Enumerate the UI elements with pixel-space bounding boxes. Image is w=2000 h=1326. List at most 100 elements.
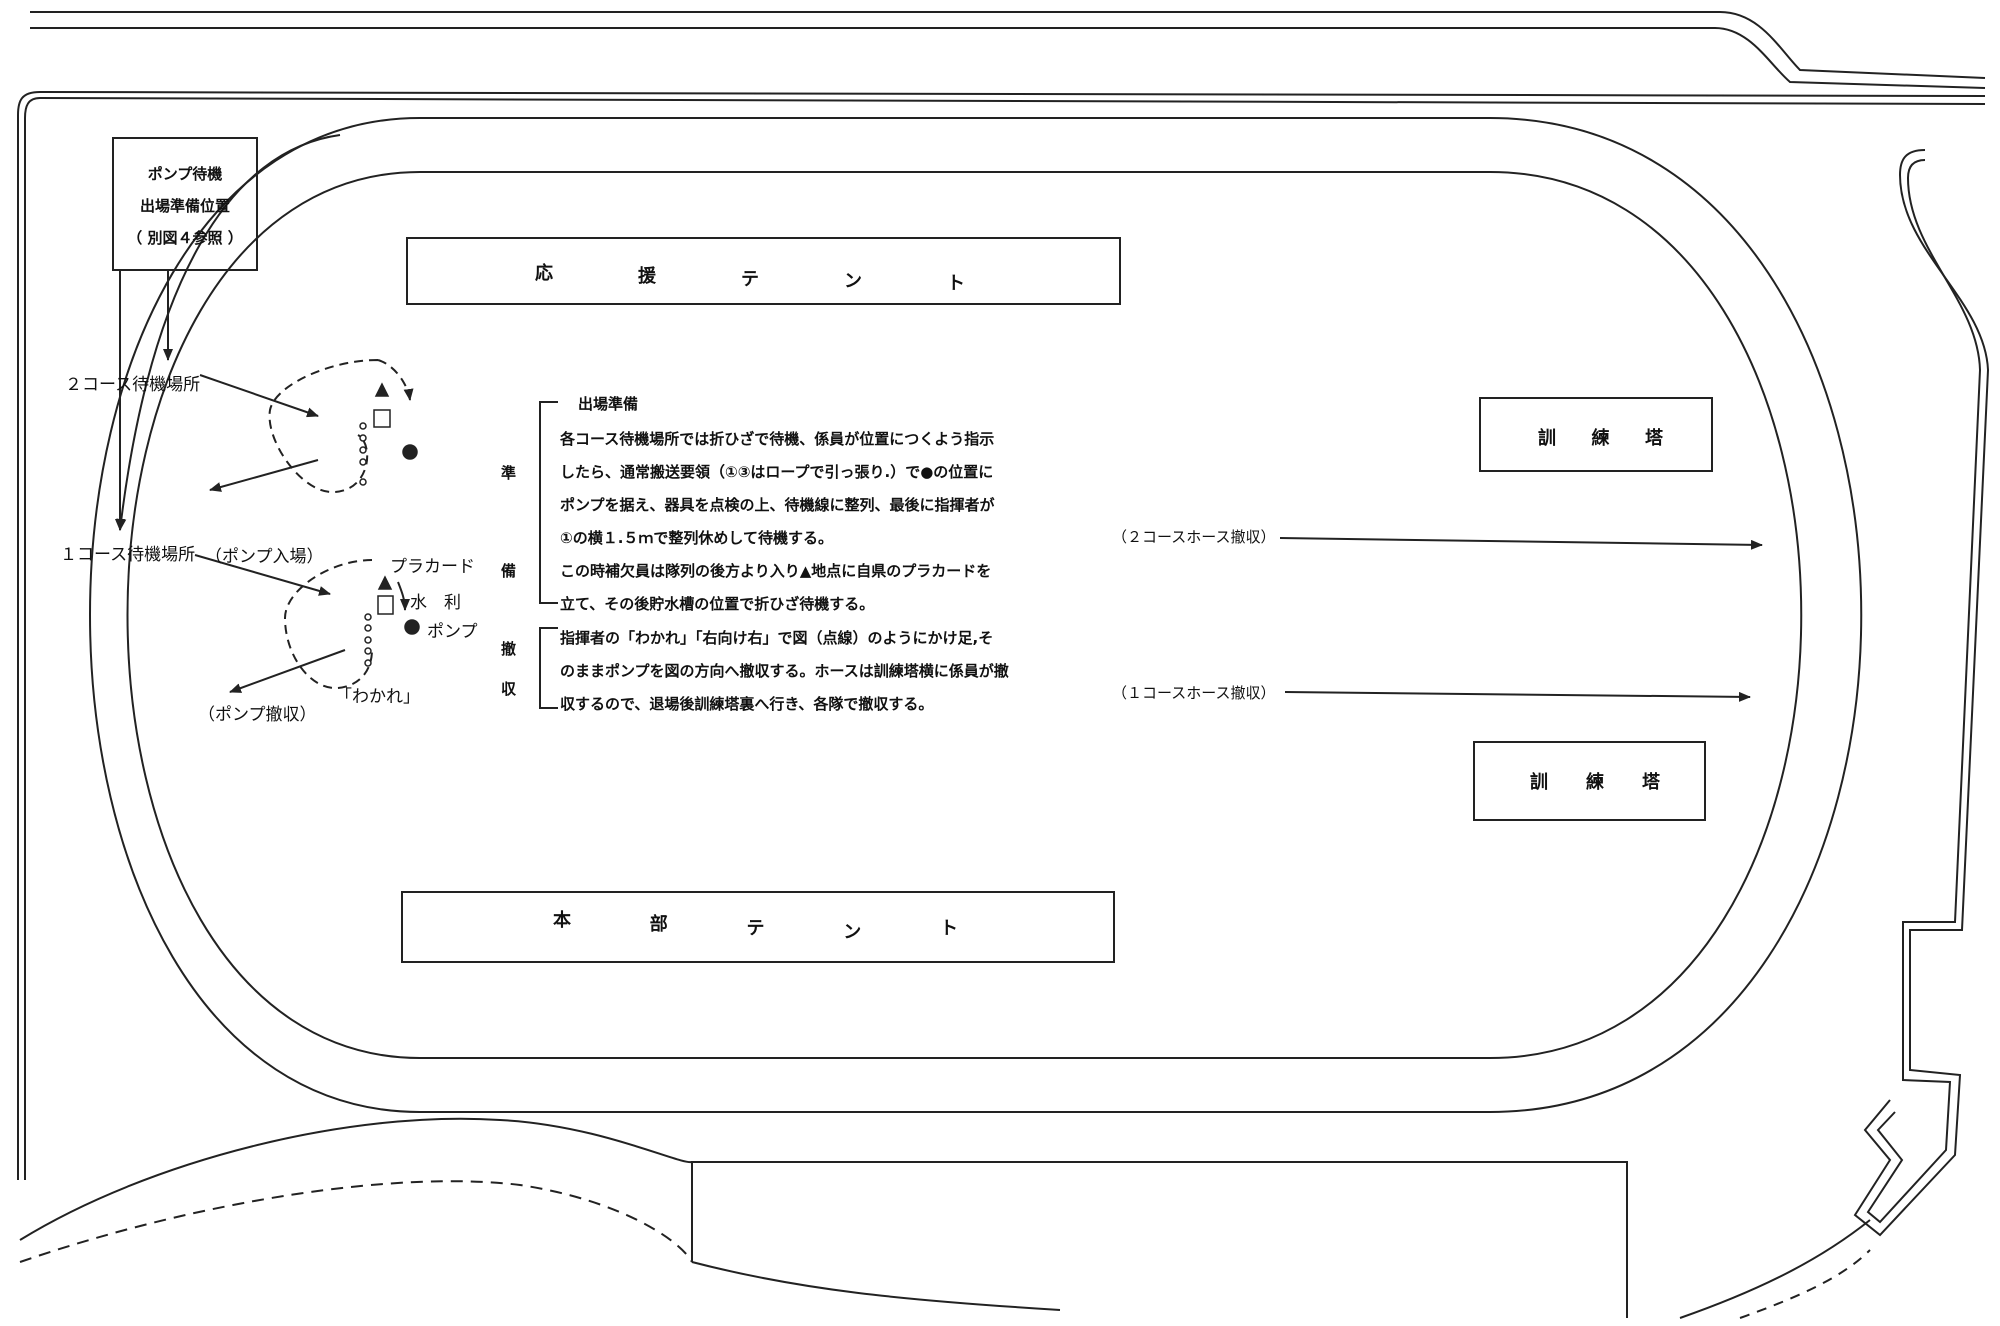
right-boundary-inner — [1866, 159, 1982, 1224]
hq-tent-box — [401, 891, 1115, 963]
bottom-right-dashed — [1739, 1249, 1871, 1319]
track-inner — [126, 171, 1803, 1059]
bottom-road-lower — [691, 1261, 1061, 1311]
top-road-edge-2 — [30, 27, 1986, 89]
tower-top-char: 練 — [1591, 428, 1610, 449]
withdraw-notes: 指揮者の「わかれ」「右向け右」で図（点線）のようにかけ足,そ のままポンプを図の… — [560, 622, 1010, 721]
prep-notes-title: 出場準備 — [578, 395, 639, 413]
tower-bottom-char: 訓 — [1530, 772, 1548, 793]
pump-withdraw-label: （ポンプ撤収） — [198, 705, 317, 725]
prep-note-line: 各コース待機場所では折ひざで待機、係員が位置につくよう指示 — [560, 430, 995, 448]
prep-bracket — [539, 401, 558, 604]
tower-bottom-char: 塔 — [1642, 772, 1660, 793]
course2-standby-label: ２コース待機場所 — [65, 375, 201, 395]
hq-tent-char: テ — [746, 918, 765, 939]
course1-hose-label: （１コースホース撤収） — [1112, 684, 1276, 702]
wakare-label: 「わかれ」 — [335, 687, 420, 707]
prep-side-label-1: 準 — [501, 464, 517, 482]
placard-triangle-1 — [377, 575, 393, 590]
pump-standby-line1: ポンプ待機 — [147, 165, 223, 183]
member-1-2 — [364, 624, 372, 632]
bottom-area — [691, 1161, 1628, 1318]
pump-dot-2 — [402, 444, 418, 460]
bottom-right-curve — [1679, 1219, 1871, 1319]
standby-arc — [116, 134, 341, 531]
course1-symbols — [364, 575, 420, 667]
prep-note-line: したら、通常搬送要領（①③はロープで引っ張り.）で●の位置に — [560, 463, 994, 481]
support-tent-char: 援 — [638, 266, 656, 287]
withdraw-bracket — [539, 627, 558, 709]
site-boundary-outer — [17, 90, 1986, 1180]
member-2-2 — [359, 434, 367, 442]
tower-bottom-char: 練 — [1586, 772, 1604, 793]
withdraw-note-line: 収するので、退場後訓練塔裏へ行き、各隊で撤収する。 — [560, 695, 934, 713]
support-tent-box — [406, 237, 1121, 305]
placard-label: プラカード — [390, 557, 475, 577]
top-road-edge — [30, 11, 1986, 79]
support-tent-char: 応 — [535, 263, 553, 284]
course1-dashed-loop — [283, 559, 373, 690]
support-tent-char: ン — [844, 271, 862, 292]
support-tent-char: ト — [947, 273, 965, 294]
pump-standby-line2: 出場準備位置 — [139, 197, 230, 215]
tower-bottom-label: 訓 練 塔 — [1530, 768, 1660, 794]
member-2-4 — [359, 458, 367, 466]
prep-note-line: この時補欠員は隊列の後方より入り▲地点に自県のプラカードを — [560, 562, 992, 580]
member-2-3 — [359, 446, 367, 454]
pump-standby-line3: （ 別図４参照 ） — [127, 229, 243, 247]
course2-entry-arrow — [199, 374, 319, 418]
pump-standby-box — [112, 137, 258, 271]
prep-note-line: ポンプを据え、器具を点検の上、待機線に整列、最後に指揮者が — [560, 496, 995, 514]
track-outer — [89, 117, 1863, 1113]
course2-hose-label: （２コースホース撤収） — [1112, 528, 1276, 546]
prep-side-label-2: 備 — [501, 562, 517, 580]
member-2-1 — [359, 422, 367, 430]
support-tent-char: テ — [741, 269, 759, 290]
member-1-4 — [364, 647, 372, 655]
member-1-3 — [364, 636, 372, 644]
water-label: 水 利 — [410, 593, 461, 613]
course2-symbols — [359, 382, 418, 486]
pump-entry-label: （ポンプ入場） — [205, 547, 324, 567]
hq-tent-char: 本 — [553, 910, 571, 931]
prep-note-line: 立て、その後貯水槽の位置で折ひざ待機する。 — [560, 595, 875, 613]
placard-triangle-2 — [374, 382, 390, 397]
course1-hose-arrow — [1284, 691, 1751, 702]
pump-standby-label: ポンプ待機 出場準備位置 （ 別図４参照 ） — [113, 158, 257, 254]
pump-label: ポンプ — [427, 622, 478, 642]
pump-dot-1 — [404, 619, 420, 635]
member-1-1 — [364, 613, 372, 621]
course2-dashed-loop — [268, 359, 410, 494]
member-2-5 — [359, 478, 367, 486]
tower-top-box — [1479, 397, 1713, 472]
hq-tent-char: ト — [940, 918, 958, 939]
course1-exit-arrow — [229, 649, 346, 693]
course1-entry-arrow — [194, 554, 331, 596]
course1-standby-label: １コース待機場所 — [60, 545, 196, 565]
prep-notes: 各コース待機場所では折ひざで待機、係員が位置につくよう指示 したら、通常搬送要領… — [560, 423, 1010, 621]
tower-bottom-box — [1473, 741, 1706, 821]
bottom-left-dashed — [19, 1180, 693, 1263]
tower-top-label: 訓 練 塔 — [1538, 424, 1663, 450]
withdraw-side-label-1: 撤 — [501, 640, 517, 658]
hq-tent-char: ン — [843, 922, 862, 943]
water-square-2 — [373, 409, 391, 428]
right-boundary-outer — [1853, 149, 1990, 1237]
withdraw-note-line: のままポンプを図の方向へ撤収する。ホースは訓練塔横に係員が撤 — [560, 662, 1009, 680]
withdraw-side-label-2: 収 — [501, 680, 517, 698]
tower-top-char: 塔 — [1645, 428, 1663, 449]
course2-exit-arrow — [209, 459, 319, 492]
hq-tent-label: 本 部 テ ン ト — [553, 906, 958, 944]
course1-curl-arrow — [397, 581, 410, 611]
tower-top-char: 訓 — [1538, 428, 1556, 449]
water-square-1 — [377, 595, 394, 615]
hq-tent-char: 部 — [649, 914, 668, 935]
support-tent-label: 応 援 テ ン ト — [535, 259, 965, 295]
bottom-road — [19, 1117, 693, 1241]
course2-hose-arrow — [1279, 537, 1763, 550]
member-1-5 — [364, 659, 372, 667]
site-boundary-inner — [24, 96, 1986, 1180]
withdraw-note-line: 指揮者の「わかれ」「右向け右」で図（点線）のようにかけ足,そ — [560, 629, 994, 647]
prep-note-line: ①の横１.５ｍで整列休めして待機する。 — [560, 529, 833, 547]
